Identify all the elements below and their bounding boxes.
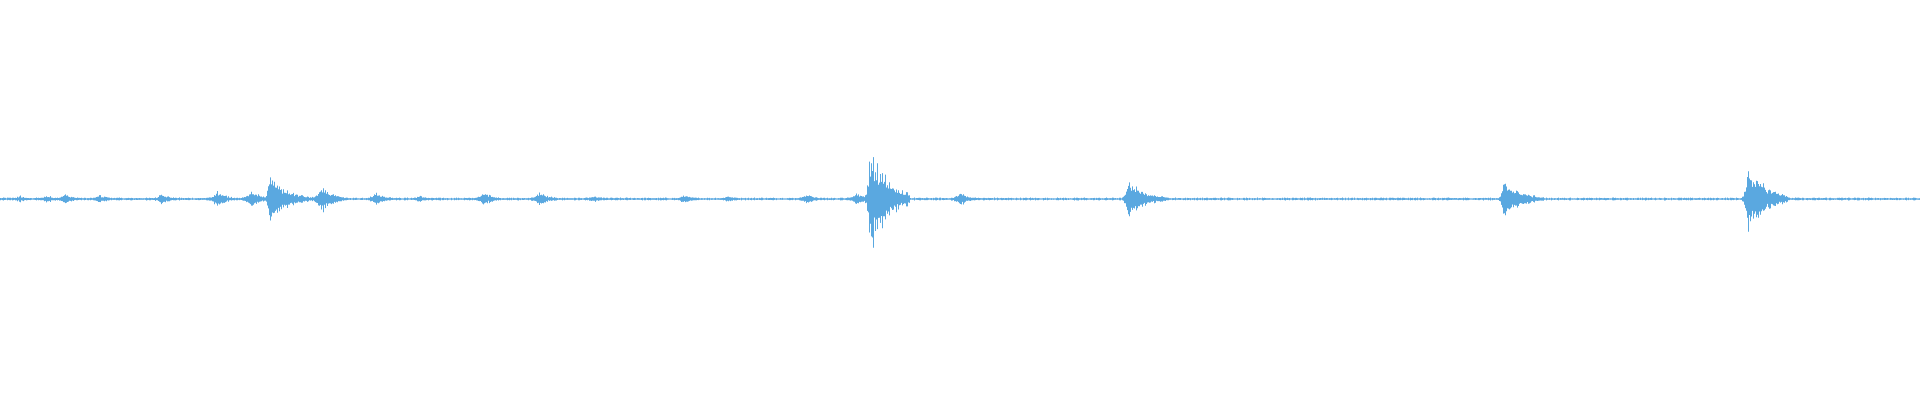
waveform-trace [0, 157, 1920, 248]
